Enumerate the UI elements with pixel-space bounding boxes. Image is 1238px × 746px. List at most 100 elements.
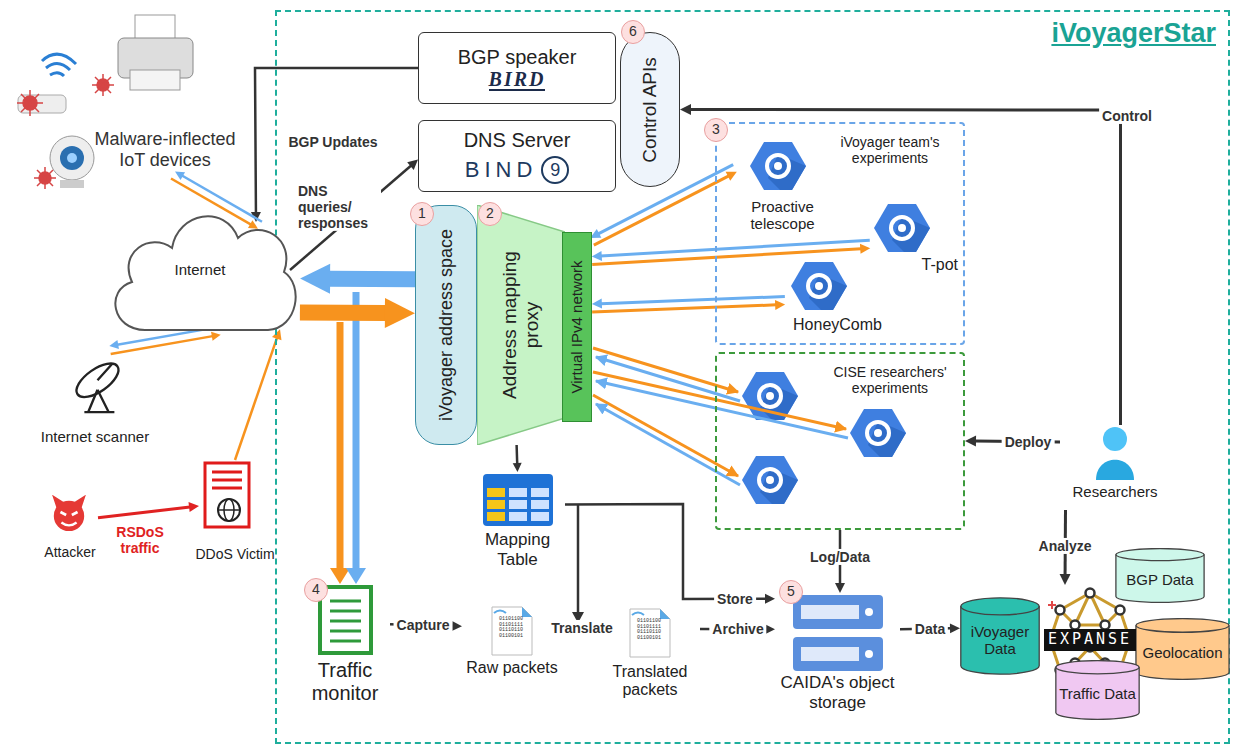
edge-label: Archive: [709, 621, 766, 637]
drawing-part: [67, 153, 77, 163]
arrow-head: [330, 568, 350, 584]
arrow-head: [300, 264, 330, 294]
flow-down: [353, 292, 360, 570]
icon-part: [660, 609, 670, 619]
connector-line: [329, 271, 415, 287]
arrow-head: [860, 244, 870, 254]
connector-line: [601, 297, 785, 304]
connector-line: [515, 445, 518, 464]
icon-part: [531, 488, 549, 497]
flow-down: [337, 322, 344, 570]
icon-part: [1116, 555, 1204, 561]
drawing-part: [130, 70, 180, 90]
drawing-part: [92, 74, 114, 96]
node-label: Internet: [175, 261, 226, 278]
icon-part: [791, 262, 847, 310]
edge-label: Analyze: [1036, 538, 1095, 554]
cise-flows: [593, 348, 848, 485]
connector-line: [182, 176, 262, 222]
packet-bits: 01101100 01101111 01110110 01100101: [637, 619, 663, 641]
edge-label: Store: [714, 591, 756, 607]
icon-part: [750, 142, 806, 190]
node-icon: [750, 138, 806, 194]
node-label: T-pot: [922, 256, 958, 274]
drawing-part: [596, 381, 848, 438]
node-label: BGP speaker: [458, 46, 577, 69]
node-label: CAIDA's object storage: [775, 673, 900, 712]
iot-camera: [50, 136, 94, 188]
drawing-part: [50, 136, 94, 180]
connector-line: [290, 165, 411, 270]
arrow-head: [452, 621, 462, 631]
drawing-part: [850, 409, 906, 457]
virtual-network: Virtual IPv4 network: [562, 232, 592, 422]
node-label: Address mapping proxy: [499, 250, 543, 400]
icon-part: [84, 363, 114, 412]
connector: [565, 504, 775, 604]
connector-line: [98, 507, 190, 518]
connector-line: [235, 338, 277, 460]
icon-part: [330, 601, 361, 641]
node-label: Internet scanner: [41, 428, 149, 445]
honeypot: T-pot: [870, 200, 962, 280]
icon-part: [874, 204, 930, 252]
icon-part: [961, 598, 1039, 674]
node-label: HoneyComb: [793, 316, 882, 334]
icon-part: [1056, 667, 1139, 674]
node-label: DNS Server: [464, 129, 571, 152]
icon-part: [487, 488, 505, 497]
node-label: Malware-inflected IoT devices: [85, 129, 245, 170]
icon-part: [1101, 621, 1110, 630]
arrow-head: [188, 502, 199, 512]
arrow-head: [765, 594, 775, 604]
connector-line: [592, 305, 776, 312]
node-label: Proactive telescope: [735, 198, 830, 233]
icon-part: [320, 587, 371, 653]
mapping-proxy: Address mapping proxy: [477, 205, 565, 445]
connector: [680, 104, 1121, 425]
edge-label: RSDoS traffic: [105, 524, 175, 556]
node-label: DDoS Victim: [195, 546, 274, 562]
iot-printer: [118, 15, 193, 90]
callout-number: 4: [304, 578, 328, 602]
drawing-part: [34, 167, 56, 189]
callout-number: 1: [410, 202, 434, 226]
icon-part: [630, 609, 670, 657]
arrow-head: [385, 298, 415, 328]
icon-part: [1056, 661, 1139, 720]
node-label: EXPANSE: [1044, 629, 1136, 650]
node-label: CISE researchers' experiments: [825, 364, 955, 396]
icon-part: [865, 650, 873, 658]
node-icon: [791, 258, 847, 314]
node-label: Translated packets: [600, 663, 700, 700]
api-box: Control APIs: [620, 32, 680, 187]
logo-text: BIRD: [489, 69, 546, 91]
icon-part: [509, 488, 527, 497]
connector: [513, 445, 522, 472]
connector: [592, 240, 870, 264]
node-label: iVoyager Data: [960, 623, 1040, 658]
icon-part: [487, 512, 505, 521]
icon-part: [50, 495, 88, 533]
node-icon: [50, 495, 88, 533]
arrow-head: [175, 172, 185, 180]
researchers: Researchers: [1060, 425, 1170, 510]
drawing-part: [17, 90, 43, 116]
traffic-monitor: Traffic monitor: [300, 585, 390, 725]
arrow-head: [950, 623, 960, 633]
icon-part: [202, 460, 252, 530]
connector: [300, 264, 415, 328]
icon-part: [483, 474, 553, 526]
node-label: Mapping Table: [470, 530, 565, 569]
icon-part: [522, 607, 532, 617]
icon-part: [632, 613, 644, 616]
edge-label: Translate: [548, 620, 615, 636]
honeypot: Proactive telescope: [735, 138, 830, 239]
node-label: BGP Data: [1126, 571, 1193, 588]
arrow-head: [346, 568, 366, 584]
drawing-part: [596, 404, 740, 485]
callout-number: 3: [704, 118, 728, 142]
connector-line: [111, 336, 213, 354]
icon-part: [487, 500, 505, 509]
icon-part: [60, 512, 77, 515]
